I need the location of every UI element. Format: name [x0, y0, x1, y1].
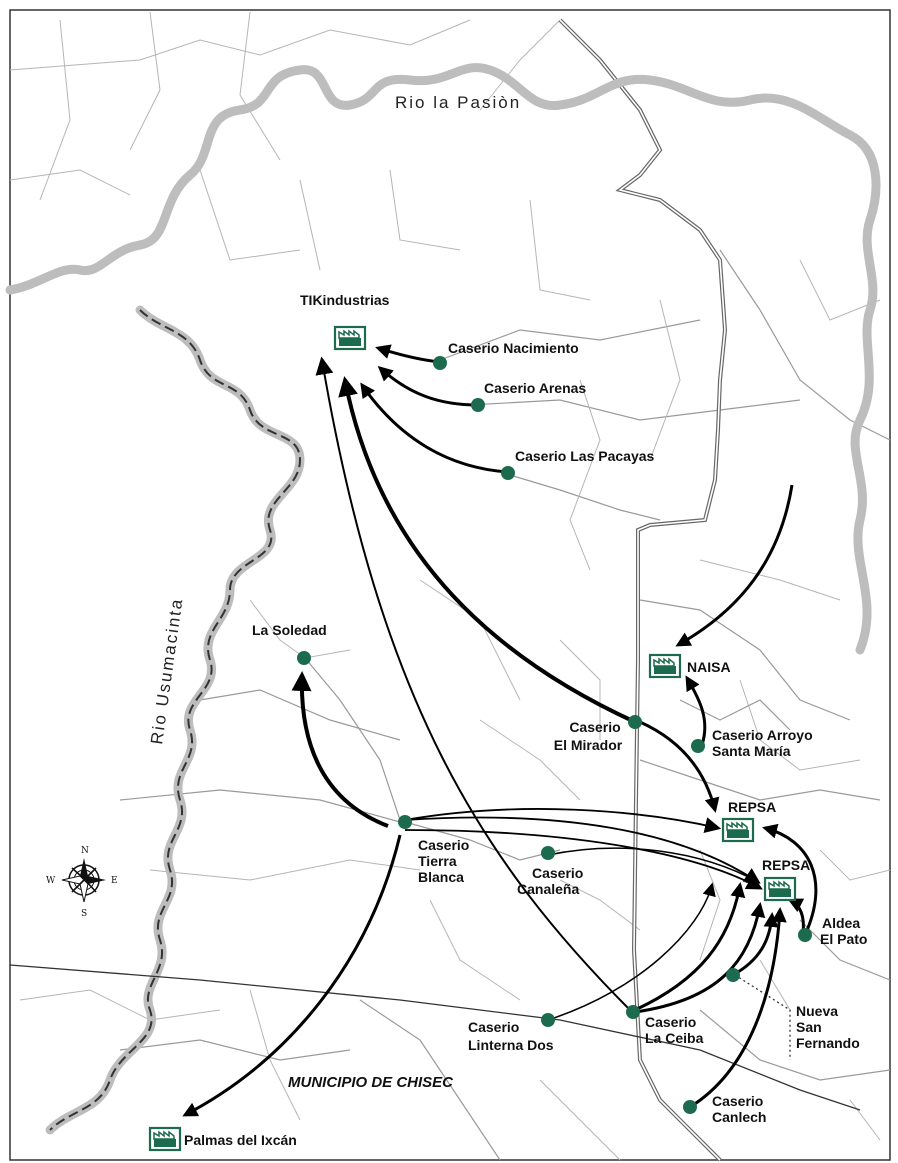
label-municipio: MUNICIPIO DE CHISEC	[288, 1074, 454, 1091]
factory-icon	[333, 325, 367, 351]
factory-repsa-2: REPSA	[762, 857, 810, 902]
label-rio-la-pasion: Rio la Pasiòn	[395, 93, 521, 112]
arrow-north-naisa	[675, 484, 794, 647]
arrow-linterna-repsa2	[547, 882, 716, 1021]
factory-label-repsa-1: REPSA	[728, 799, 776, 815]
map-frame	[9, 9, 891, 1161]
compass-s: S	[81, 909, 87, 919]
label-ceiba-line2: La Ceiba	[645, 1030, 704, 1046]
river-usumacinta	[45, 305, 305, 1135]
arrow-pato-repsa1	[762, 823, 818, 936]
settlement-dot-ceiba	[626, 1005, 640, 1019]
arrow-tierra-repsa1	[404, 808, 722, 833]
factory-naisa: NAISA	[648, 653, 731, 679]
arrow-tierra-soledad	[291, 671, 389, 828]
label-ceiba-line1: Caserio	[645, 1014, 696, 1030]
arrow-pacayas-tik	[360, 382, 509, 474]
compass-n: N	[81, 846, 89, 856]
label-nacimiento: Caserio Nacimiento	[448, 340, 579, 356]
factory-label-tikindustrias: TIKindustrias	[300, 292, 390, 308]
settlement-dot-mirador	[628, 715, 642, 729]
settlement-dot-arenas	[471, 398, 485, 412]
arrow-arroyo-naisa	[685, 675, 707, 746]
arrow-canalena-repsa2	[547, 847, 761, 884]
arrow-tierra-repsa2	[404, 816, 761, 884]
factory-label-repsa-2: REPSA	[762, 857, 810, 873]
factory-icon	[763, 876, 797, 902]
label-tierra-line3: Blanca	[418, 869, 464, 885]
compass-rose-icon: N S E W	[46, 846, 118, 919]
label-canlech-line1: Caserio	[712, 1093, 763, 1109]
settlement-dots	[297, 356, 812, 1114]
settlement-dot-tierra	[398, 815, 412, 829]
label-arroyo-line2: Santa María	[712, 743, 791, 759]
settlement-dot-canlech	[683, 1100, 697, 1114]
settlement-labels: Caserio Nacimiento Caserio Arenas Caseri…	[252, 340, 867, 1125]
label-canalena-line1: Caserio	[532, 865, 583, 881]
arrow-canlech-repsa2	[689, 907, 787, 1109]
factory-repsa-1: REPSA	[721, 799, 776, 843]
compass-w: W	[46, 876, 56, 886]
settlement-dot-arroyo	[691, 739, 705, 753]
factory-icon	[721, 817, 755, 843]
main-highway	[558, 18, 728, 1162]
factory-palmas-del-ixcan: Palmas del Ixcán	[148, 1126, 297, 1152]
label-tierra-line2: Tierra	[418, 853, 457, 869]
label-arroyo-line1: Caserio Arroyo	[712, 727, 813, 743]
settlement-dot-linterna	[541, 1013, 555, 1027]
arrow-ceiba-tik	[315, 356, 633, 1013]
arrow-arenas-tik	[377, 365, 479, 407]
label-mirador-line1: Caserio	[569, 719, 620, 735]
label-nueva-line3: Fernando	[796, 1035, 860, 1051]
settlement-dot-soledad	[297, 651, 311, 665]
arrow-mirador-tik	[338, 376, 636, 724]
settlement-dot-nacimiento	[433, 356, 447, 370]
arrow-nueva-repsa2	[732, 912, 779, 977]
municipality-boundary	[9, 964, 861, 1111]
label-mirador-line2: El Mirador	[554, 737, 623, 753]
label-canlech-line2: Canlech	[712, 1109, 766, 1125]
label-linterna-line2: Linterna Dos	[468, 1037, 554, 1053]
label-pato-line2: El Pato	[820, 931, 867, 947]
road-network	[9, 11, 891, 1161]
settlement-dot-pacayas	[501, 466, 515, 480]
nueva-san-fernando-leader	[734, 974, 791, 1060]
label-tierra-line1: Caserio	[418, 837, 469, 853]
factory-label-palmas: Palmas del Ixcán	[184, 1132, 297, 1148]
compass-e: E	[111, 876, 118, 886]
arrow-tierra-repsa2b	[404, 829, 763, 890]
river-la-pasion	[5, 63, 881, 655]
arrow-ceiba-repsa2b	[634, 902, 766, 1014]
settlement-dot-nueva	[726, 968, 740, 982]
label-linterna-line1: Caserio	[468, 1019, 519, 1035]
label-pato-line1: Aldea	[822, 915, 860, 931]
arrow-mirador-repsa1	[639, 720, 720, 813]
factory-icon	[148, 1126, 182, 1152]
label-arenas: Caserio Arenas	[484, 380, 586, 396]
label-nueva-line1: Nueva	[796, 1003, 838, 1019]
arrow-ceiba-repsa2a	[634, 882, 746, 1012]
settlement-dot-pato	[798, 928, 812, 942]
factory-icon	[648, 653, 682, 679]
label-pacayas: Caserio Las Pacayas	[515, 448, 655, 464]
arrow-tierra-palmas	[182, 834, 402, 1117]
label-nueva-line2: San	[796, 1019, 822, 1035]
label-canalena-line2: Canaleña	[517, 881, 579, 897]
factory-label-naisa: NAISA	[687, 659, 731, 675]
label-soledad: La Soledad	[252, 622, 327, 638]
factory-tikindustrias: TIKindustrias	[300, 292, 390, 351]
settlement-dot-canalena	[541, 846, 555, 860]
